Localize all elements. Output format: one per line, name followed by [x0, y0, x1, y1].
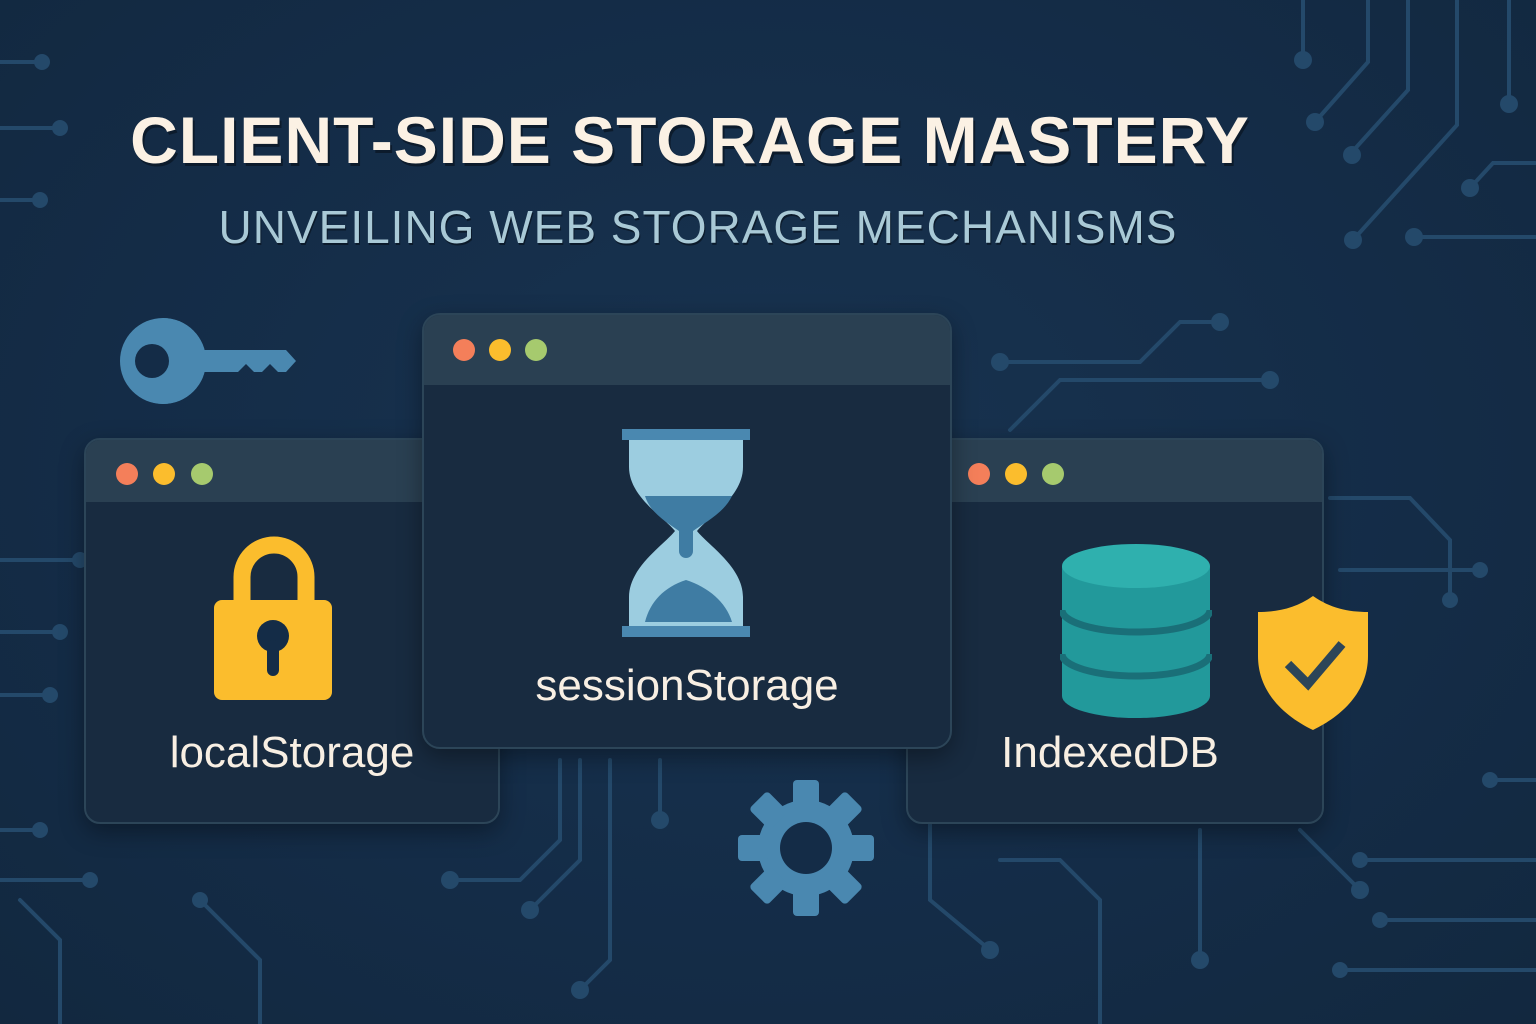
minimize-dot[interactable] [1005, 463, 1027, 485]
shield-check-icon [1258, 596, 1368, 730]
maximize-dot[interactable] [1042, 463, 1064, 485]
minimize-dot[interactable] [153, 463, 175, 485]
maximize-dot[interactable] [525, 339, 547, 361]
close-dot[interactable] [968, 463, 990, 485]
page-title: CLIENT-SIDE STORAGE MASTERY [130, 103, 1250, 177]
sessionstorage-label: sessionStorage [535, 661, 839, 710]
close-dot[interactable] [116, 463, 138, 485]
window-titlebar [908, 440, 1322, 502]
sessionstorage-window: sessionStorage [422, 313, 952, 749]
gear-icon [738, 780, 874, 916]
close-dot[interactable] [453, 339, 475, 361]
hourglass-icon [622, 429, 750, 637]
database-icon [1060, 544, 1212, 718]
localstorage-label: localStorage [169, 728, 415, 777]
page-subtitle: UNVEILING WEB STORAGE MECHANISMS [218, 201, 1178, 253]
minimize-dot[interactable] [489, 339, 511, 361]
maximize-dot[interactable] [191, 463, 213, 485]
padlock-icon [214, 536, 332, 700]
indexeddb-window: IndexedDB [906, 438, 1324, 824]
window-titlebar [424, 315, 950, 385]
indexeddb-label: IndexedDB [1001, 728, 1219, 777]
key-icon [120, 318, 296, 404]
